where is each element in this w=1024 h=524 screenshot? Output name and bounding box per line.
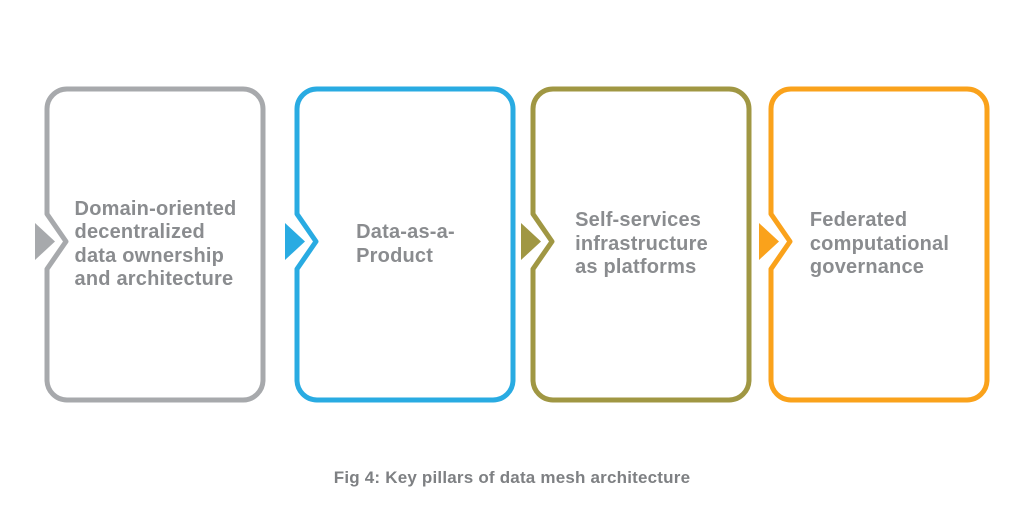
pillar-card-self-services-infrastructure: Self-services infrastructure as platform…	[518, 86, 752, 403]
pillar-card-border	[759, 86, 990, 403]
card-border-chevron-outline	[44, 86, 266, 403]
arrow-triangle-icon	[35, 223, 55, 260]
arrow-triangle-icon	[285, 223, 305, 260]
card-border-chevron-outline	[768, 86, 990, 403]
figure-caption: Fig 4: Key pillars of data mesh architec…	[333, 468, 691, 487]
pillar-card-border	[521, 86, 752, 403]
arrow-triangle-icon	[521, 223, 541, 260]
arrow-triangle-icon	[759, 223, 779, 260]
pillar-card-federated-governance: Federated computational governance	[756, 86, 990, 403]
card-border-chevron-outline	[294, 86, 516, 403]
pillar-card-border	[285, 86, 516, 403]
card-border-chevron-outline	[530, 86, 752, 403]
pillar-card-border	[35, 86, 266, 403]
pillar-card-domain-ownership: Domain-oriented decentralized data owner…	[32, 86, 266, 403]
pillar-card-data-as-a-product: Data-as-a- Product	[282, 86, 516, 403]
